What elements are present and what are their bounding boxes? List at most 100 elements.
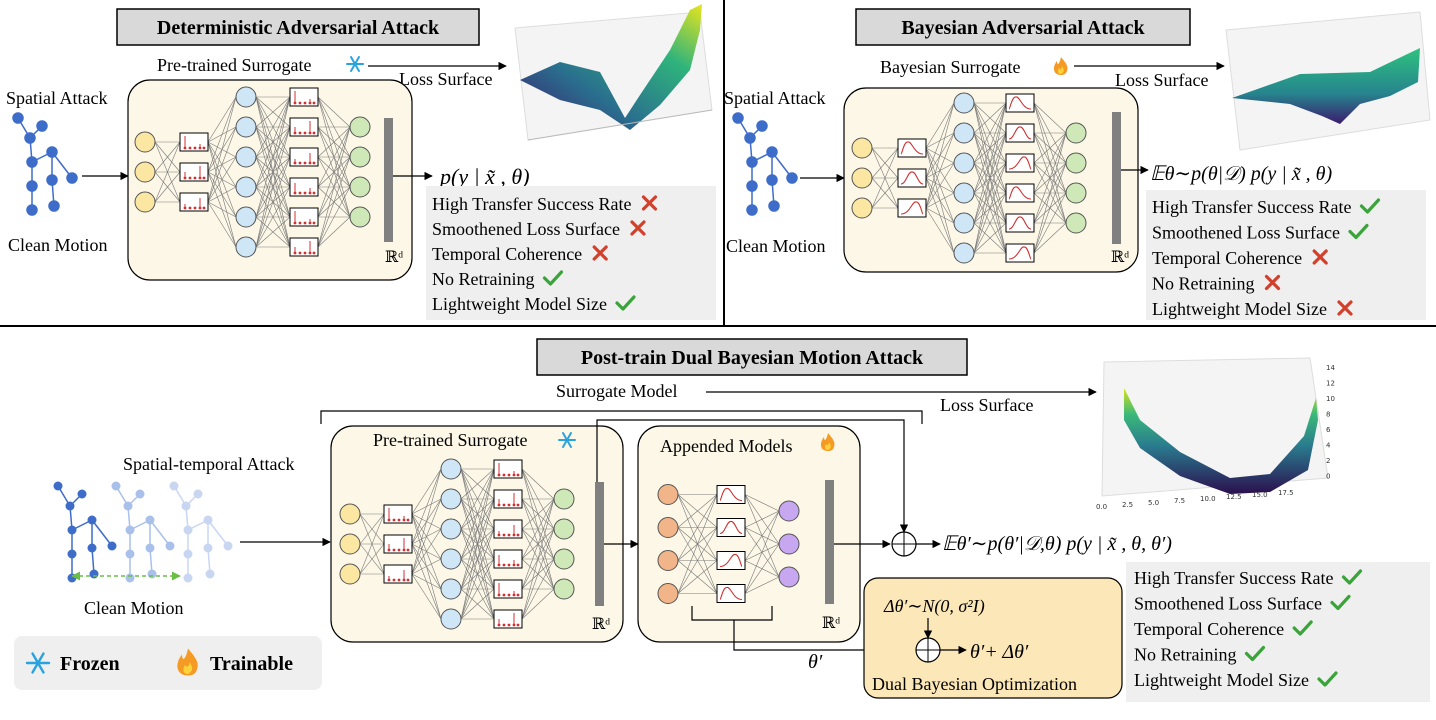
network-node [953, 152, 975, 174]
network-node [349, 206, 371, 228]
stem-dot [507, 623, 511, 627]
network-edge [744, 510, 780, 594]
network-edge [521, 528, 555, 620]
stem-dot [507, 533, 511, 537]
network-node [235, 116, 257, 138]
network-node [1065, 152, 1087, 174]
stem-dot [303, 191, 307, 195]
skeleton-joint [205, 569, 215, 579]
network-node [440, 608, 462, 630]
network-edge [521, 498, 555, 530]
tl-loss-surface-plot [514, 4, 713, 141]
network-node [339, 533, 361, 555]
network-node [657, 583, 679, 604]
legend-fire-icon [177, 648, 198, 676]
network-edge [973, 102, 1007, 134]
stem-dot [397, 518, 401, 522]
network-node [851, 167, 873, 189]
network-edge [925, 102, 955, 209]
network-node [553, 488, 575, 510]
network-edge [207, 96, 237, 173]
skeleton-joint [165, 541, 175, 551]
bell-curve [1008, 216, 1032, 230]
network-node [235, 176, 257, 198]
deterministic-title-box [116, 8, 480, 46]
skeleton-joint [89, 569, 99, 579]
skeleton-joint [125, 525, 135, 535]
stem-dot [516, 563, 520, 567]
network-edge [255, 96, 291, 158]
plot-y-tick: 12 [1326, 380, 1335, 388]
network-edge [317, 156, 351, 248]
network-edge [460, 468, 495, 620]
network-edge [411, 528, 442, 575]
network-edge [411, 468, 442, 545]
b-pretrained-rd-label: ℝᵈ [592, 616, 610, 633]
weight-box [493, 609, 523, 629]
weight-box [383, 564, 413, 584]
network-edge [255, 96, 291, 218]
stem-dot [516, 533, 520, 537]
network-edge [207, 186, 237, 203]
network-edge [744, 510, 780, 561]
tr-properties-box [1146, 190, 1426, 320]
skeleton-joint [87, 515, 97, 525]
network-node [553, 548, 575, 570]
stem-dot [188, 176, 192, 180]
b-snowflake-icon [558, 432, 576, 448]
bell-curve [1008, 96, 1032, 110]
network-edge [207, 156, 237, 203]
weight-box [179, 132, 209, 152]
network-edge [207, 201, 237, 218]
property-label: Temporal Coherence [1152, 248, 1302, 268]
weight-box [493, 519, 523, 539]
skeleton-joint [183, 573, 193, 583]
stem-dot [298, 161, 302, 165]
network-edge [1033, 132, 1067, 224]
property-label: Smoothened Loss Surface [1134, 594, 1322, 614]
cross-icon [641, 195, 658, 211]
stem-dot [502, 593, 506, 597]
check-icon [1330, 594, 1351, 611]
skeleton-joint [67, 573, 77, 583]
stem-dot [507, 563, 511, 567]
tr-skeleton-icon [732, 112, 798, 216]
skeleton-joint [87, 543, 97, 553]
network-edge [411, 468, 442, 575]
skeleton-joint [125, 573, 135, 583]
stem-dot [502, 623, 506, 627]
network-edge [744, 510, 780, 528]
skeleton-joint [183, 525, 193, 535]
plot-y-tick: 6 [1326, 426, 1331, 434]
b-noise-formula: Δθ′∼N(0, σ²I) [883, 596, 985, 617]
network-node [851, 137, 873, 159]
network-edge [871, 147, 899, 179]
tl-loss-surface-label: Loss Surface [399, 69, 492, 89]
network-edge [925, 192, 955, 209]
network-edge [521, 588, 555, 620]
network-edge [925, 102, 955, 179]
network-node [440, 578, 462, 600]
skeleton-joint [123, 501, 133, 511]
network-edge [973, 132, 1007, 254]
b-spatial-temporal-label: Spatial-temporal Attack [123, 454, 294, 474]
property-label: No Retraining [1152, 274, 1254, 294]
b-output-formula: 𝔼θ′∼p(θ′|𝒟,θ) p(y | x̃ , θ, θ′) [942, 533, 1172, 555]
network-edge [255, 216, 291, 248]
network-edge [973, 162, 1007, 254]
property-label: High Transfer Success Rate [432, 194, 631, 214]
network-node [440, 518, 462, 540]
tr-network [851, 92, 1087, 264]
network-edge [207, 126, 237, 203]
tl-surrogate-label: Pre-trained Surrogate [157, 55, 311, 75]
check-icon [1244, 645, 1266, 662]
skeleton-joint [203, 543, 213, 553]
skeleton-bone [91, 519, 113, 547]
distribution-box [897, 168, 927, 188]
tr-loss-surface-label: Loss Surface [1115, 70, 1208, 90]
skeleton-bone [149, 519, 171, 547]
property-label: No Retraining [432, 269, 534, 289]
stem-dot [298, 221, 302, 225]
network-node [134, 161, 156, 183]
